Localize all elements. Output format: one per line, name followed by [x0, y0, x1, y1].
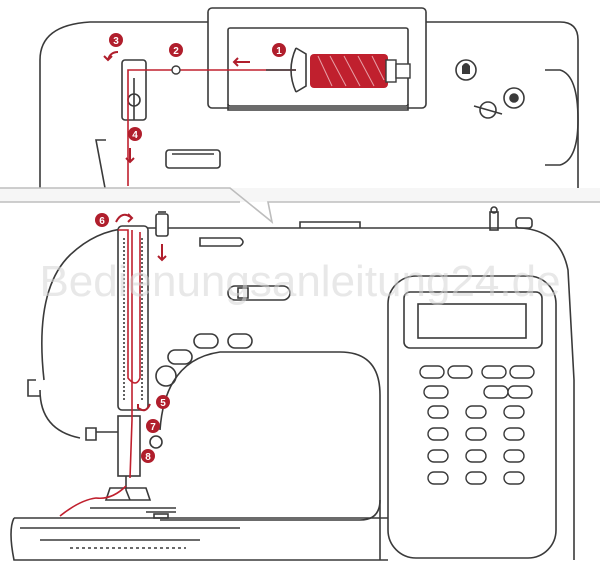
watermark: Bedienungsanleitung24.de: [39, 257, 560, 306]
guide-post-icon: [171, 65, 181, 75]
svg-text:4: 4: [132, 130, 138, 141]
step-badge-3: 3: [109, 33, 123, 47]
svg-text:6: 6: [99, 216, 105, 227]
panel-divider: [0, 187, 600, 225]
step-badge-1: 1: [272, 43, 286, 57]
thread-spool: [266, 54, 411, 88]
step-badge-6: 6: [95, 213, 109, 227]
arrow-down-icon: [157, 244, 167, 262]
keypad-icon: [419, 365, 535, 485]
arrow-down-icon: [125, 148, 135, 164]
front-thread: [59, 229, 141, 517]
svg-text:1: 1: [276, 46, 282, 57]
svg-text:8: 8: [145, 452, 151, 463]
step-badge-2: 2: [169, 43, 183, 57]
step-badge-4: 4: [128, 127, 142, 141]
lcd-display-icon: [403, 291, 543, 349]
svg-text:2: 2: [173, 46, 179, 57]
step-badge-8: 8: [141, 449, 155, 463]
step-badge-7: 7: [146, 419, 160, 433]
needle-icon: [117, 415, 141, 477]
svg-text:5: 5: [160, 398, 166, 409]
arrow-curve-left-icon: [103, 51, 119, 62]
arrow-curve-left-icon: [137, 403, 151, 412]
top-thread: [127, 69, 296, 186]
arrow-curve-right-icon: [115, 213, 134, 223]
svg-text:7: 7: [150, 422, 156, 433]
svg-text:3: 3: [113, 36, 119, 47]
arrow-left-icon: [232, 57, 250, 67]
step-badge-5: 5: [156, 395, 170, 409]
presser-foot-icon: [104, 487, 152, 501]
